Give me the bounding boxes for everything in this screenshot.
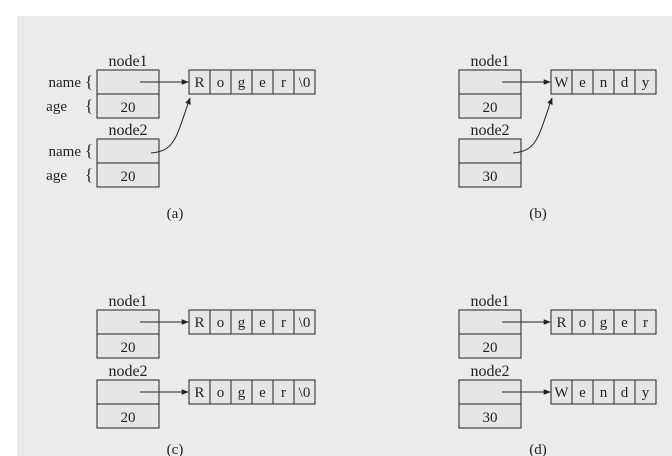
panel-c-node2-age-value: 20	[121, 410, 136, 426]
panel-a-node2-label: node2	[108, 122, 147, 139]
panel-b-string1-char: e	[579, 75, 586, 91]
panel-d-string2-char: y	[642, 385, 650, 401]
panel-b-string1-char: y	[642, 75, 650, 91]
panel-a-node1-age-cell	[96, 93, 160, 119]
panel-b-node2-age-cell	[458, 162, 522, 188]
panel-c-string2-char: e	[259, 385, 266, 401]
panel-c-node2-age-cell	[96, 403, 160, 429]
panel-b-string1-cell	[634, 69, 657, 95]
panel-a-node2-age-cell	[96, 162, 160, 188]
panel-c-string1-cell	[293, 309, 316, 335]
panel-b-node2-name-cell	[458, 138, 522, 164]
panel-d-string2-char: W	[554, 385, 569, 401]
panel-b-node2-pointer	[512, 97, 553, 154]
panel-b-node1-age-cell	[458, 93, 522, 119]
panel-a-node2-age-brace: {	[85, 165, 93, 184]
panel-a-node2-name-cell	[96, 138, 160, 164]
panel-a-node2-pointer	[150, 97, 191, 154]
panel-d-node1-label: node1	[470, 293, 509, 310]
panel-d-string1-char: o	[579, 315, 587, 331]
panel-d-node2-label: node2	[470, 363, 509, 380]
panel-b-node2-age-value: 30	[483, 169, 498, 185]
panel-c-string1-char: e	[259, 315, 266, 331]
panel-c-caption: (c)	[167, 442, 184, 456]
panel-c-string2-char: R	[194, 385, 204, 401]
panel-d-string1-char: e	[621, 315, 628, 331]
panel-d-string2-char: e	[579, 385, 586, 401]
panel-b-string1-char: d	[621, 75, 629, 91]
panel-a-caption: (a)	[167, 206, 184, 222]
panel-a-node1-age-brace: {	[85, 96, 93, 115]
panel-a-node1-name-brace: {	[85, 72, 93, 91]
panel-c-string1-char: g	[238, 315, 246, 331]
panel-b-string1-char: n	[600, 75, 608, 91]
panel-c-string1-char: R	[194, 315, 204, 331]
panel-c-string2-cell	[293, 379, 316, 405]
panel-c-string2-char: o	[217, 385, 225, 401]
panel-d-node2-age-value: 30	[483, 410, 498, 426]
panel-a-node2-age-field-label: age	[46, 168, 67, 184]
panel-d-string1-char: R	[556, 315, 566, 331]
panel-d-caption: (d)	[529, 442, 547, 456]
panel-a-string1-cell	[293, 69, 316, 95]
panel-d-node2-age-cell	[458, 403, 522, 429]
panel-c-string1-char: r	[281, 315, 286, 331]
panel-d-string2-char: d	[621, 385, 629, 401]
panel-c-node2-label: node2	[108, 363, 147, 380]
panel-a-node2-age-value: 20	[121, 169, 136, 185]
panel-a-node1-name-field-label: name	[49, 75, 82, 91]
panel-d-string1-char: g	[600, 315, 608, 331]
panel-d-node1-age-value: 20	[483, 340, 498, 356]
panel-c-string2-char: r	[281, 385, 286, 401]
panel-a-string1-char: r	[281, 75, 286, 91]
panel-d-node1-age-cell	[458, 333, 522, 359]
panel-a-node1-age-value: 20	[121, 100, 136, 116]
panel-b-caption: (b)	[529, 206, 547, 222]
panel-c-string1-char: o	[217, 315, 225, 331]
panel-a-string1-char: R	[194, 75, 204, 91]
panel-c-node1-age-value: 20	[121, 340, 136, 356]
panel-a-node1-label: node1	[108, 53, 147, 70]
panel-b-node2-label: node2	[470, 122, 509, 139]
panel-c-string1-char: \0	[299, 315, 311, 331]
panel-d-string2-char: n	[600, 385, 608, 401]
panel-d-string1-char: r	[643, 315, 648, 331]
panel-d-string1-cell	[634, 309, 657, 335]
panel-a-node2-name-field-label: name	[49, 144, 82, 160]
panel-a-string1-char: g	[238, 75, 246, 91]
panel-d-string2-cell	[634, 379, 657, 405]
panel-c-node1-age-cell	[96, 333, 160, 359]
panel-b-node1-age-value: 20	[483, 100, 498, 116]
panel-a-node1-age-field-label: age	[46, 99, 67, 115]
panel-b-string1-char: W	[554, 75, 569, 91]
panel-a-node2-name-brace: {	[85, 141, 93, 160]
panel-a-string1-char: o	[217, 75, 225, 91]
panel-c-node1-label: node1	[108, 293, 147, 310]
panel-c-string2-char: \0	[299, 385, 311, 401]
panel-b-node1-label: node1	[470, 53, 509, 70]
panel-a-string1-char: e	[259, 75, 266, 91]
panel-c-string2-char: g	[238, 385, 246, 401]
panel-a-string1-char: \0	[299, 75, 311, 91]
